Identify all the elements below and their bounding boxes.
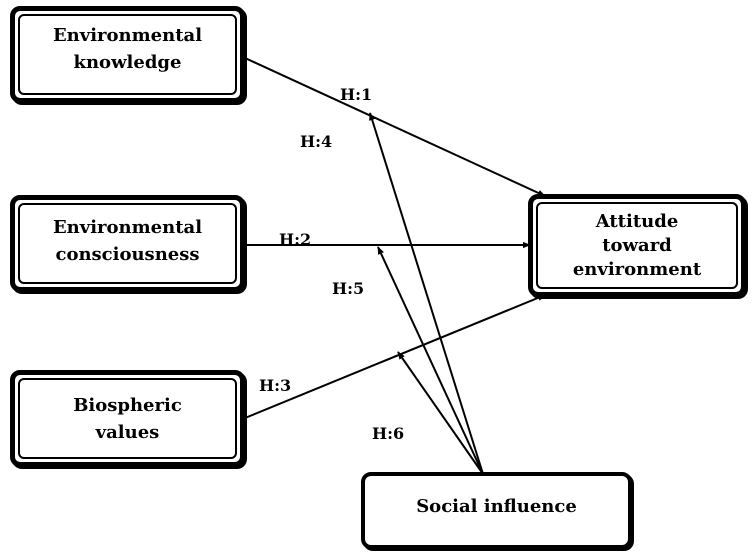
hypothesis-label-h4: H:4 [300,132,333,151]
arrow-h5 [377,246,484,475]
arrow-h3 [244,294,546,419]
arrow-h1 [244,57,546,197]
hypothesis-label-h5: H:5 [332,279,365,298]
node-environmental-knowledge: Environmental knowledge [10,6,245,103]
arrow-h4 [369,112,484,475]
hypothesis-label-h6: H:6 [372,424,405,443]
node-social-influence: Social influence [361,472,632,549]
node-environmental-consciousness-label: Environmental consciousness [52,216,203,265]
node-environmental-consciousness: Environmental consciousness [10,195,245,292]
node-biospheric-values-label: Biospheric values [73,394,182,443]
hypothesis-label-h2: H:2 [279,230,312,249]
arrow-h6 [397,351,484,475]
node-attitude-toward-environment: Attitude toward environment [528,194,746,297]
node-environmental-knowledge-label: Environmental knowledge [52,24,203,73]
node-biospheric-values: Biospheric values [10,370,245,467]
hypothesis-label-h1: H:1 [340,85,373,104]
hypothesis-label-h3: H:3 [259,376,292,395]
node-social-influence-label: Social influence [416,496,577,517]
node-attitude-label: Attitude toward environment [572,210,702,280]
